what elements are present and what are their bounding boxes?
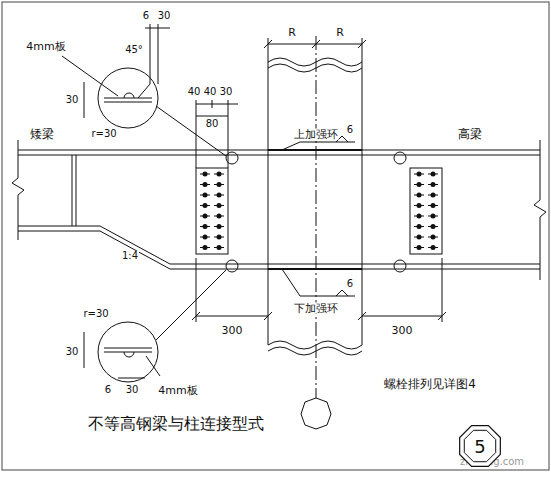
detail-callout: 5	[456, 422, 504, 470]
dimension-label: 4mm板	[157, 385, 198, 396]
dimension-label: r=30	[82, 309, 109, 319]
dimension-label: 40	[203, 87, 218, 97]
dimension-label: 矮梁	[29, 128, 55, 140]
dimension-label: 30	[125, 385, 140, 395]
dimension-label: r=30	[90, 129, 117, 139]
dimension-label: 30	[65, 95, 80, 105]
dimension-label: 30	[65, 347, 80, 357]
callout-number: 5	[456, 422, 504, 470]
dimension-label: R	[335, 27, 345, 38]
caption: 不等高钢梁与柱连接型式	[87, 416, 265, 432]
dimension-label: 30	[157, 11, 172, 21]
dimension-label: 下加强环	[293, 303, 339, 314]
dimension-label: 1:4	[121, 251, 139, 261]
dimension-label: 4mm板	[25, 41, 66, 52]
dimension-label: 螺栓排列见详图4	[383, 378, 477, 390]
dimension-label: 上加强环	[293, 129, 339, 140]
dimension-label: 80	[205, 119, 220, 129]
dimension-label: 6	[104, 385, 112, 395]
dimension-label: 6	[142, 11, 150, 21]
dimension-label: 45°	[124, 45, 144, 55]
dimension-label: 40	[187, 87, 202, 97]
dimension-label: 6	[346, 279, 354, 289]
dimension-label: 300	[391, 325, 414, 336]
dimension-label: 300	[221, 325, 244, 336]
dimension-label: 6	[346, 125, 354, 135]
dimension-label: R	[287, 27, 297, 38]
dimension-label: 高梁	[457, 128, 483, 140]
dimension-label: 30	[219, 87, 234, 97]
